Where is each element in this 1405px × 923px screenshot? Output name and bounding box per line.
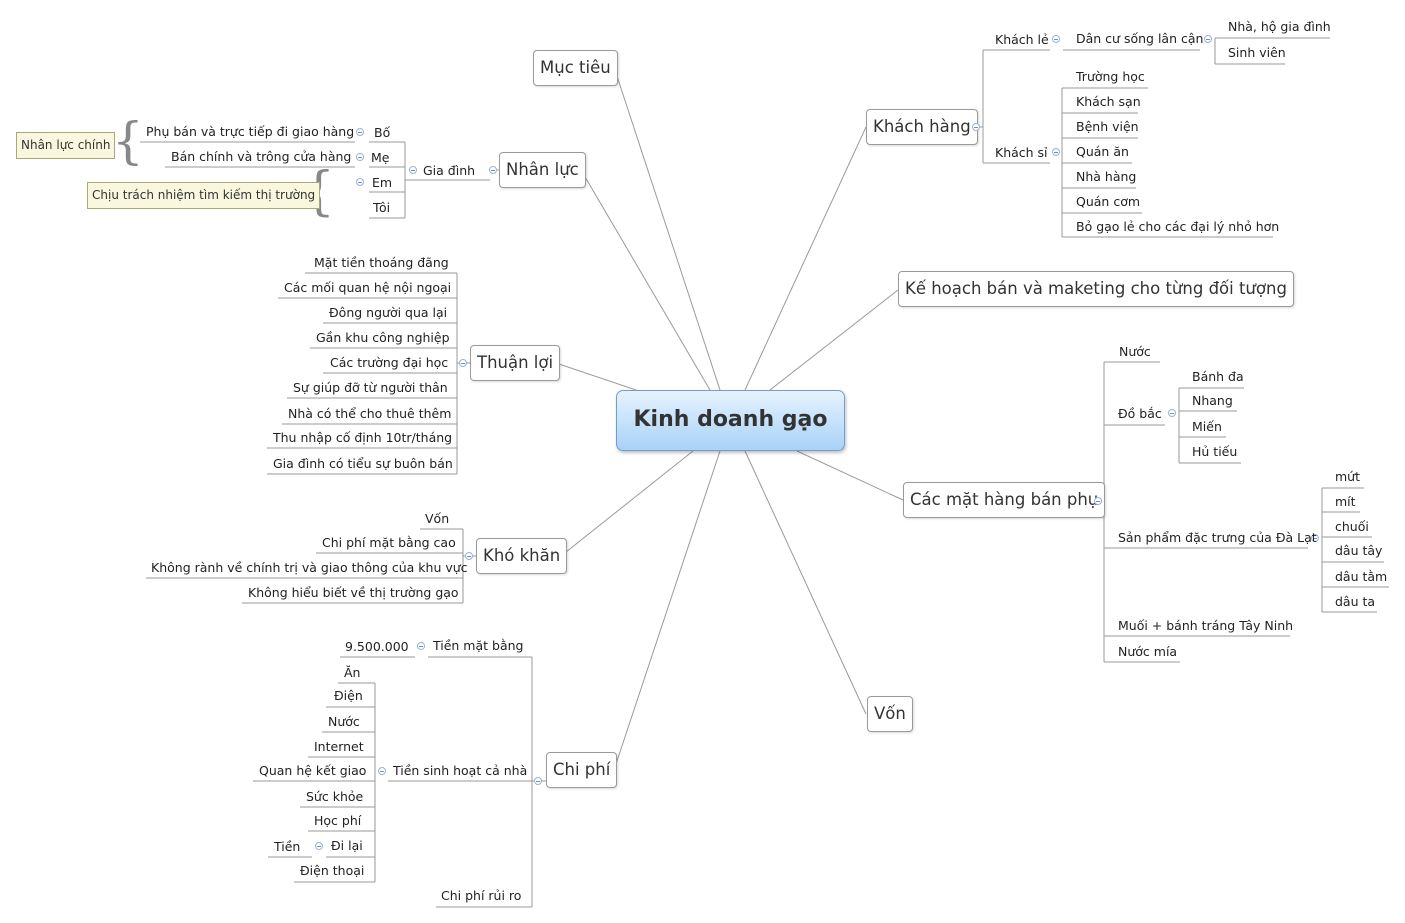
topic-von[interactable]: Vốn	[867, 696, 913, 732]
thuan-loi-item[interactable]: Gần khu công nghiệp	[316, 330, 450, 345]
collapse-toggle[interactable]	[1168, 409, 1176, 417]
do-bac-item[interactable]: Nhang	[1192, 393, 1233, 408]
sinh-hoat-item[interactable]: Điện thoại	[300, 863, 365, 878]
do-bac-label[interactable]: Đồ bắc	[1118, 406, 1162, 421]
dac-trung-item[interactable]: mít	[1335, 494, 1356, 509]
topic-ke-hoach[interactable]: Kế hoạch bán và maketing cho từng đối tư…	[898, 271, 1294, 307]
collapse-toggle[interactable]	[534, 777, 542, 785]
khach-si-item[interactable]: Bỏ gạo lẻ cho các đại lý nhỏ hơn	[1076, 219, 1280, 234]
gia-dinh-label[interactable]: Gia đình	[423, 163, 476, 178]
kho-khan-item[interactable]: Vốn	[425, 511, 450, 526]
thuan-loi-item[interactable]: Nhà có thể cho thuê thêm	[288, 406, 452, 421]
sinh-hoat-item[interactable]: Quan hệ kết giao	[259, 763, 367, 778]
collapse-toggle[interactable]	[1311, 534, 1319, 542]
mat-hang-nuoc[interactable]: Nước	[1119, 344, 1151, 359]
dac-trung-item[interactable]: mứt	[1335, 469, 1360, 484]
thuan-loi-item[interactable]: Các trường đại học	[330, 355, 449, 370]
tien-sinh-hoat-label[interactable]: Tiền sinh hoạt cả nhà	[393, 763, 528, 778]
sinh-hoat-item[interactable]: Internet	[314, 739, 364, 754]
khach-si-item[interactable]: Quán cơm	[1076, 194, 1141, 209]
collapse-toggle[interactable]	[1094, 497, 1102, 505]
role-bo[interactable]: Phụ bán và trực tiếp đi giao hàng	[146, 124, 355, 139]
collapse-toggle[interactable]	[356, 128, 364, 136]
collapse-toggle[interactable]	[409, 166, 417, 174]
tien-mat-bang-label[interactable]: Tiền mặt bằng	[433, 638, 524, 653]
topic-nhan-luc[interactable]: Nhân lực	[499, 152, 586, 188]
sinh-hoat-item[interactable]: Học phí	[314, 813, 362, 828]
member-bo[interactable]: Bố	[374, 125, 391, 140]
sinh-hoat-item[interactable]: Nước	[328, 714, 360, 729]
chi-phi-rui-ro-label[interactable]: Chi phí rủi ro	[441, 888, 522, 903]
khach-si-label[interactable]: Khách sỉ	[995, 145, 1048, 160]
kho-khan-item[interactable]: Chi phí mặt bằng cao	[322, 535, 456, 550]
khach-si-item[interactable]: Quán ăn	[1076, 144, 1129, 159]
note-nhan-luc-chinh[interactable]: Nhân lực chính	[16, 132, 116, 159]
thuan-loi-item[interactable]: Các mối quan hệ nội ngoại	[284, 280, 452, 295]
sinh-hoat-item[interactable]: Sức khỏe	[306, 789, 364, 804]
member-me[interactable]: Mẹ	[371, 150, 390, 165]
topic-muc-tieu[interactable]: Mục tiêu	[533, 50, 618, 86]
member-em[interactable]: Em	[372, 175, 393, 190]
collapse-toggle[interactable]	[1204, 35, 1212, 43]
dac-trung-label[interactable]: Sản phẩm đặc trưng của Đà Lạt	[1118, 530, 1317, 545]
role-me[interactable]: Bán chính và trông cửa hàng	[171, 149, 352, 164]
kho-khan-item[interactable]: Không hiểu biết về thị trường gạo	[248, 585, 459, 600]
khach-si-item[interactable]: Bệnh viện	[1076, 119, 1139, 134]
collapse-toggle[interactable]	[417, 642, 425, 650]
tien-mat-bang-value[interactable]: 9.500.000	[345, 639, 409, 654]
do-bac-item[interactable]: Bánh đa	[1192, 369, 1244, 384]
khach-si-item[interactable]: Khách sạn	[1076, 94, 1141, 109]
collapse-toggle[interactable]	[356, 153, 364, 161]
collapse-toggle[interactable]	[315, 842, 323, 850]
dan-cu-label[interactable]: Dân cư sống lân cận	[1076, 31, 1204, 46]
muoi-label[interactable]: Muối + bánh tráng Tây Ninh	[1118, 618, 1294, 633]
khach-le-label[interactable]: Khách lẻ	[995, 32, 1049, 47]
thuan-loi-item[interactable]: Gia đình có tiểu sự buôn bán	[273, 456, 453, 471]
thuan-loi-item[interactable]: Sự giúp đỡ từ người thân	[293, 380, 448, 395]
dan-cu-item[interactable]: Nhà, hộ gia đình	[1228, 19, 1331, 34]
thuan-loi-item[interactable]: Thu nhập cố định 10tr/tháng	[273, 430, 453, 445]
topic-thuan-loi[interactable]: Thuận lợi	[470, 345, 561, 381]
collapse-toggle[interactable]	[465, 552, 473, 560]
thuan-loi-item[interactable]: Mặt tiền thoáng đãng	[314, 255, 449, 270]
dan-cu-item[interactable]: Sinh viên	[1228, 45, 1286, 60]
di-lai-sub-item[interactable]: Tiền	[274, 839, 301, 854]
topic-mat-hang-ban-phu[interactable]: Các mặt hàng bán phụ	[903, 482, 1106, 518]
central-topic[interactable]: Kinh doanh gạo	[616, 390, 845, 451]
dac-trung-item[interactable]: dâu ta	[1335, 594, 1376, 609]
collapse-toggle[interactable]	[489, 166, 497, 174]
dac-trung-item[interactable]: dâu tằm	[1335, 569, 1388, 584]
kho-khan-item[interactable]: Không rành về chính trị và giao thông củ…	[151, 560, 468, 575]
do-bac-item[interactable]: Miến	[1192, 419, 1222, 434]
do-bac-item[interactable]: Hủ tiếu	[1192, 444, 1238, 459]
summary-brace: {	[112, 112, 144, 170]
sinh-hoat-item[interactable]: Điện	[334, 688, 363, 703]
sinh-hoat-item[interactable]: Đi lại	[331, 838, 363, 853]
collapse-toggle[interactable]	[972, 123, 980, 131]
dac-trung-item[interactable]: dâu tây	[1335, 543, 1383, 558]
collapse-toggle[interactable]	[1052, 35, 1060, 43]
collapse-toggle[interactable]	[1052, 148, 1060, 156]
member-toi[interactable]: Tôi	[373, 200, 391, 215]
topic-chi-phi[interactable]: Chi phí	[546, 752, 618, 788]
collapse-toggle[interactable]	[356, 178, 364, 186]
nuoc-mia-label[interactable]: Nước mía	[1118, 644, 1178, 659]
topic-kho-khan[interactable]: Khó khăn	[476, 538, 568, 574]
khach-si-item[interactable]: Nhà hàng	[1076, 169, 1137, 184]
topic-khach-hang[interactable]: Khách hàng	[866, 109, 978, 145]
dac-trung-item[interactable]: chuối	[1335, 519, 1369, 534]
collapse-toggle[interactable]	[459, 359, 467, 367]
khach-si-item[interactable]: Trường học	[1076, 69, 1145, 84]
sinh-hoat-item[interactable]: Ăn	[344, 665, 361, 680]
note-tim-kiem-thi-truong[interactable]: Chịu trách nhiệm tìm kiếm thị trường	[87, 182, 321, 209]
thuan-loi-item[interactable]: Đông người qua lại	[329, 305, 448, 320]
collapse-toggle[interactable]	[378, 767, 386, 775]
